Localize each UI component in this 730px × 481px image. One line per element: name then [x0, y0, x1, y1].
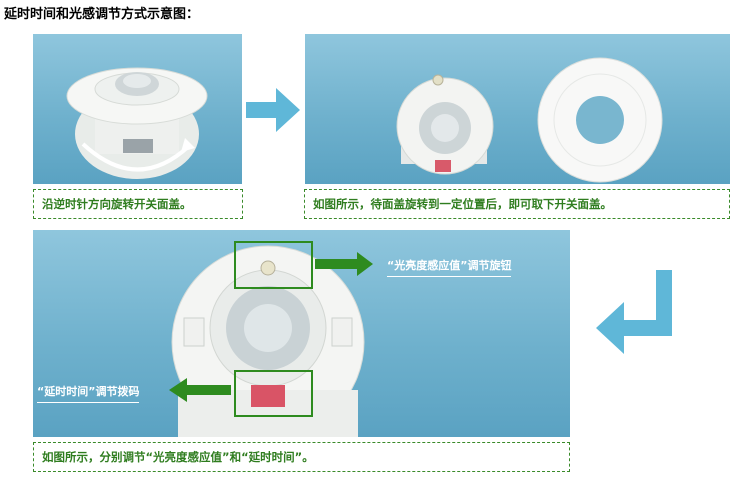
rotate-arrow-icon — [81, 142, 191, 172]
caption-rotate-cover: 沿逆时针方向旋转开关面盖。 — [33, 189, 243, 219]
brightness-knob-underline — [387, 276, 512, 277]
caption-remove-cover: 如图所示，待面盖旋转到一定位置后，即可取下开关面盖。 — [304, 189, 730, 219]
sensor-adjust-illustration — [171, 245, 365, 437]
arrow-right-icon — [246, 88, 300, 132]
arrow-return-icon — [596, 270, 672, 354]
dip-highlight-box — [234, 370, 313, 417]
knob-highlight-box — [234, 241, 313, 289]
photo-cover-removed — [305, 34, 730, 184]
cover-removed-illustration — [396, 57, 663, 183]
green-arrow-right-icon — [315, 252, 373, 276]
brightness-knob-label-text: “光亮度感应值”调节旋钮 — [387, 259, 512, 272]
photo-adjust: “光亮度感应值”调节旋钮 “延时时间”调节拨码 — [33, 230, 570, 437]
delay-dip-underline — [37, 402, 140, 403]
brightness-knob-label: “光亮度感应值”调节旋钮 — [387, 257, 512, 277]
green-arrow-left-icon — [169, 378, 231, 402]
delay-dip-label: “延时时间”调节拨码 — [37, 383, 140, 403]
page-title: 延时时间和光感调节方式示意图： — [4, 7, 200, 22]
sensor-rotate-illustration — [66, 67, 208, 179]
photo-sensor-rotate — [33, 34, 242, 184]
caption-adjust: 如图所示，分别调节“光亮度感应值”和“延时时间”。 — [33, 442, 570, 472]
delay-dip-label-text: “延时时间”调节拨码 — [37, 385, 140, 398]
